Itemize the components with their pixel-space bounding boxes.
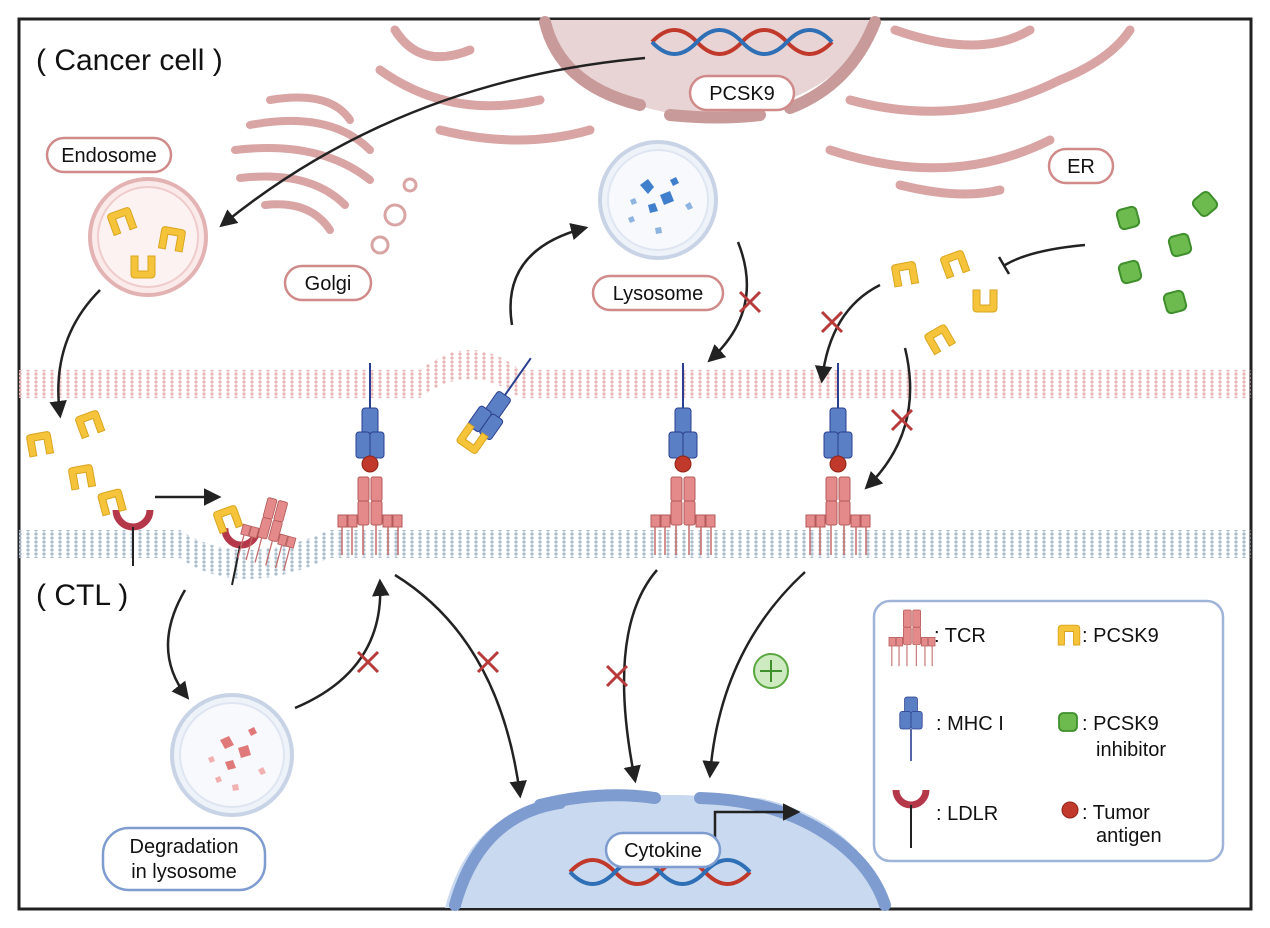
legend-tcr-label: : TCR bbox=[934, 625, 986, 647]
legend-mhc-label: : MHC I bbox=[936, 713, 1004, 735]
pcsk9-gene-label-box: PCSK9 bbox=[688, 74, 796, 112]
ldlr-with-pcsk9 bbox=[96, 487, 154, 566]
legend-inhibitor-label-line2: inhibitor bbox=[1096, 739, 1166, 761]
golgi-label-box: Golgi bbox=[283, 264, 373, 302]
degradation-label-line2: in lysosome bbox=[131, 861, 237, 883]
endosome-label-box: Endosome bbox=[45, 136, 173, 174]
cancer-cell-membrane bbox=[19, 350, 1251, 398]
degradation-lysosome-vesicle bbox=[170, 693, 294, 817]
golgi-label: Golgi bbox=[305, 273, 352, 295]
ctl-label: ( CTL ) bbox=[36, 579, 128, 612]
legend-ldlr-icon bbox=[892, 789, 930, 848]
lysosome-vesicle bbox=[598, 140, 718, 260]
endosome-vesicle bbox=[88, 177, 208, 297]
cytokine-label: Cytokine bbox=[624, 840, 702, 862]
ctl-dna-icon bbox=[568, 858, 752, 886]
mhc-internalizing bbox=[455, 357, 532, 456]
cytokine-label-box: Cytokine bbox=[604, 831, 722, 869]
inhibition-bar bbox=[997, 256, 1011, 275]
legend-antigen-icon bbox=[1061, 801, 1079, 819]
legend-antigen-label-line1: : Tumor bbox=[1082, 802, 1150, 824]
upregulation-plus-icon bbox=[753, 653, 789, 689]
legend-box: : TCR : PCSK9 : MHC I : PCSK9 inhibitor … bbox=[872, 599, 1225, 863]
lysosome-label: Lysosome bbox=[613, 283, 703, 305]
degradation-label-box: Degradation in lysosome bbox=[101, 826, 267, 892]
legend-antigen-label-line2: antigen bbox=[1096, 825, 1162, 847]
lysosome-label-box: Lysosome bbox=[591, 274, 725, 312]
legend-inhibitor-label-line1: : PCSK9 bbox=[1082, 713, 1159, 735]
golgi-organelle bbox=[231, 93, 374, 234]
cancer-dna-icon bbox=[650, 28, 834, 56]
legend-mhc-icon bbox=[899, 696, 923, 762]
legend-ldlr-label: : LDLR bbox=[936, 803, 998, 825]
er-label: ER bbox=[1067, 156, 1095, 178]
endosome-label: Endosome bbox=[61, 145, 157, 167]
ctl-membrane bbox=[19, 530, 1251, 579]
er-label-box: ER bbox=[1047, 147, 1115, 185]
legend-pcsk9-label: : PCSK9 bbox=[1082, 625, 1159, 647]
legend-inhibitor-icon bbox=[1058, 712, 1078, 732]
er-organelle-left bbox=[375, 25, 595, 145]
degradation-label-line1: Degradation bbox=[130, 836, 239, 858]
golgi-vesicles bbox=[370, 177, 418, 255]
er-outline bbox=[829, 28, 1132, 170]
pcsk9-gene-label: PCSK9 bbox=[709, 83, 775, 105]
cancer-cell-label: ( Cancer cell ) bbox=[36, 44, 223, 77]
